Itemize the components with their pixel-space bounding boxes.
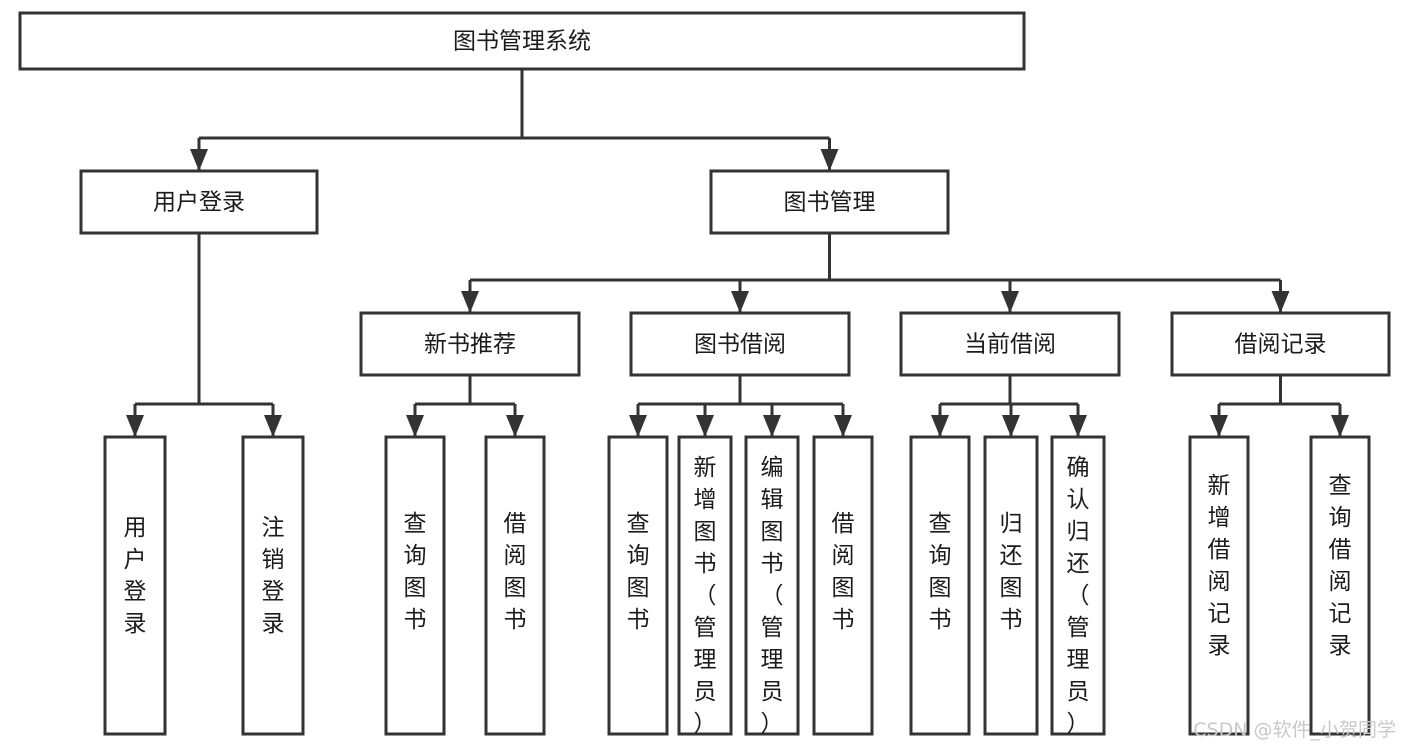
node-leaf_user_logout[interactable]: 注销登录 [241, 435, 305, 736]
node-label-records: 借阅记录 [1235, 332, 1327, 358]
node-label-leaf_bo_add: 新增图书（管理员） [694, 455, 717, 737]
node-box-leaf_cu_query [909, 435, 971, 736]
node-leaf_cu_confirm[interactable]: 确认归还（管理员） [1050, 435, 1106, 737]
arrow-head-icon [1001, 291, 1019, 313]
arrow-head-icon [126, 415, 144, 437]
node-box-new_book [359, 311, 581, 377]
node-box-leaf_nb_query [384, 435, 446, 736]
node-new_book[interactable]: 新书推荐 [359, 311, 581, 377]
node-label-leaf_bo_query: 查询图书 [627, 511, 650, 633]
node-label-leaf_cu_confirm: 确认归还（管理员） [1067, 455, 1090, 737]
node-root[interactable]: 图书管理系统 [18, 11, 1026, 71]
arrow-head-icon [190, 149, 208, 171]
arrow-head-icon [1271, 291, 1290, 313]
arrow-head-icon [1210, 415, 1228, 437]
node-box-records [1170, 311, 1391, 377]
node-layer: 图书管理系统用户登录图书管理新书推荐图书借阅当前借阅借阅记录用户登录注销登录查询… [18, 11, 1391, 737]
node-box-leaf_cu_return [983, 435, 1039, 736]
node-leaf_user_login[interactable]: 用户登录 [103, 435, 167, 736]
node-borrow[interactable]: 图书借阅 [629, 311, 851, 377]
node-label-leaf_user_login: 用户登录 [124, 515, 147, 637]
node-label-leaf_bo_edit: 编辑图书（管理员） [761, 455, 784, 737]
node-leaf_nb_borrow[interactable]: 借阅图书 [484, 435, 546, 736]
arrow-head-icon [1331, 415, 1349, 437]
arrow-head-icon [731, 291, 749, 313]
arrow-head-icon [506, 415, 524, 437]
node-box-leaf_rc_add [1188, 435, 1250, 736]
node-box-leaf_bo_query [607, 435, 669, 736]
node-label-leaf_user_logout: 注销登录 [262, 515, 285, 637]
node-box-borrow [629, 311, 851, 377]
node-leaf_bo_borrow[interactable]: 借阅图书 [812, 435, 874, 736]
csdn-watermark: CSDN @软件_小贺同学 [1193, 719, 1396, 741]
node-label-leaf_nb_query: 查询图书 [404, 511, 427, 633]
node-box-root [18, 11, 1026, 71]
node-box-leaf_bo_add [677, 435, 733, 736]
node-label-leaf_rc_query: 查询借阅记录 [1329, 473, 1352, 659]
node-label-leaf_bo_borrow: 借阅图书 [832, 511, 855, 633]
node-leaf_cu_return[interactable]: 归还图书 [983, 435, 1039, 736]
node-label-borrow: 图书借阅 [694, 332, 786, 358]
node-box-leaf_nb_borrow [484, 435, 546, 736]
node-label-new_book: 新书推荐 [424, 332, 516, 358]
node-leaf_nb_query[interactable]: 查询图书 [384, 435, 446, 736]
node-leaf_cu_query[interactable]: 查询图书 [909, 435, 971, 736]
node-box-current [899, 311, 1121, 377]
arrow-head-icon [1069, 415, 1087, 437]
connector-layer [126, 69, 1349, 437]
node-box-leaf_user_logout [241, 435, 305, 736]
node-login[interactable]: 用户登录 [79, 169, 319, 235]
node-label-leaf_cu_return: 归还图书 [1000, 511, 1023, 633]
node-box-leaf_cu_confirm [1050, 435, 1106, 736]
arrow-head-icon [629, 415, 647, 437]
node-label-leaf_cu_query: 查询图书 [929, 511, 952, 633]
node-label-root: 图书管理系统 [453, 29, 591, 55]
node-leaf_rc_query[interactable]: 查询借阅记录 [1309, 435, 1371, 736]
arrow-head-icon [820, 149, 839, 171]
node-label-leaf_nb_borrow: 借阅图书 [504, 511, 527, 633]
node-leaf_bo_add[interactable]: 新增图书（管理员） [677, 435, 733, 737]
node-records[interactable]: 借阅记录 [1170, 311, 1391, 377]
node-leaf_bo_query[interactable]: 查询图书 [607, 435, 669, 736]
node-label-current: 当前借阅 [964, 332, 1056, 358]
node-book_mgmt[interactable]: 图书管理 [709, 169, 950, 235]
arrow-head-icon [931, 415, 949, 437]
arrow-head-icon [264, 415, 282, 437]
node-current[interactable]: 当前借阅 [899, 311, 1121, 377]
node-box-leaf_bo_edit [744, 435, 800, 736]
node-box-leaf_rc_query [1309, 435, 1371, 736]
node-label-book_mgmt: 图书管理 [784, 190, 876, 216]
arrow-head-icon [461, 291, 479, 313]
node-box-login [79, 169, 319, 235]
arrow-head-icon [1002, 415, 1020, 437]
arrow-head-icon [696, 415, 714, 437]
node-leaf_bo_edit[interactable]: 编辑图书（管理员） [744, 435, 800, 737]
arrow-head-icon [834, 415, 852, 437]
node-box-leaf_user_login [103, 435, 167, 736]
arrow-head-icon [406, 415, 424, 437]
node-label-login: 用户登录 [153, 190, 245, 216]
node-leaf_rc_add[interactable]: 新增借阅记录 [1188, 435, 1250, 736]
node-box-book_mgmt [709, 169, 950, 235]
node-label-leaf_rc_add: 新增借阅记录 [1208, 473, 1231, 659]
arrow-head-icon [763, 415, 781, 437]
node-box-leaf_bo_borrow [812, 435, 874, 736]
